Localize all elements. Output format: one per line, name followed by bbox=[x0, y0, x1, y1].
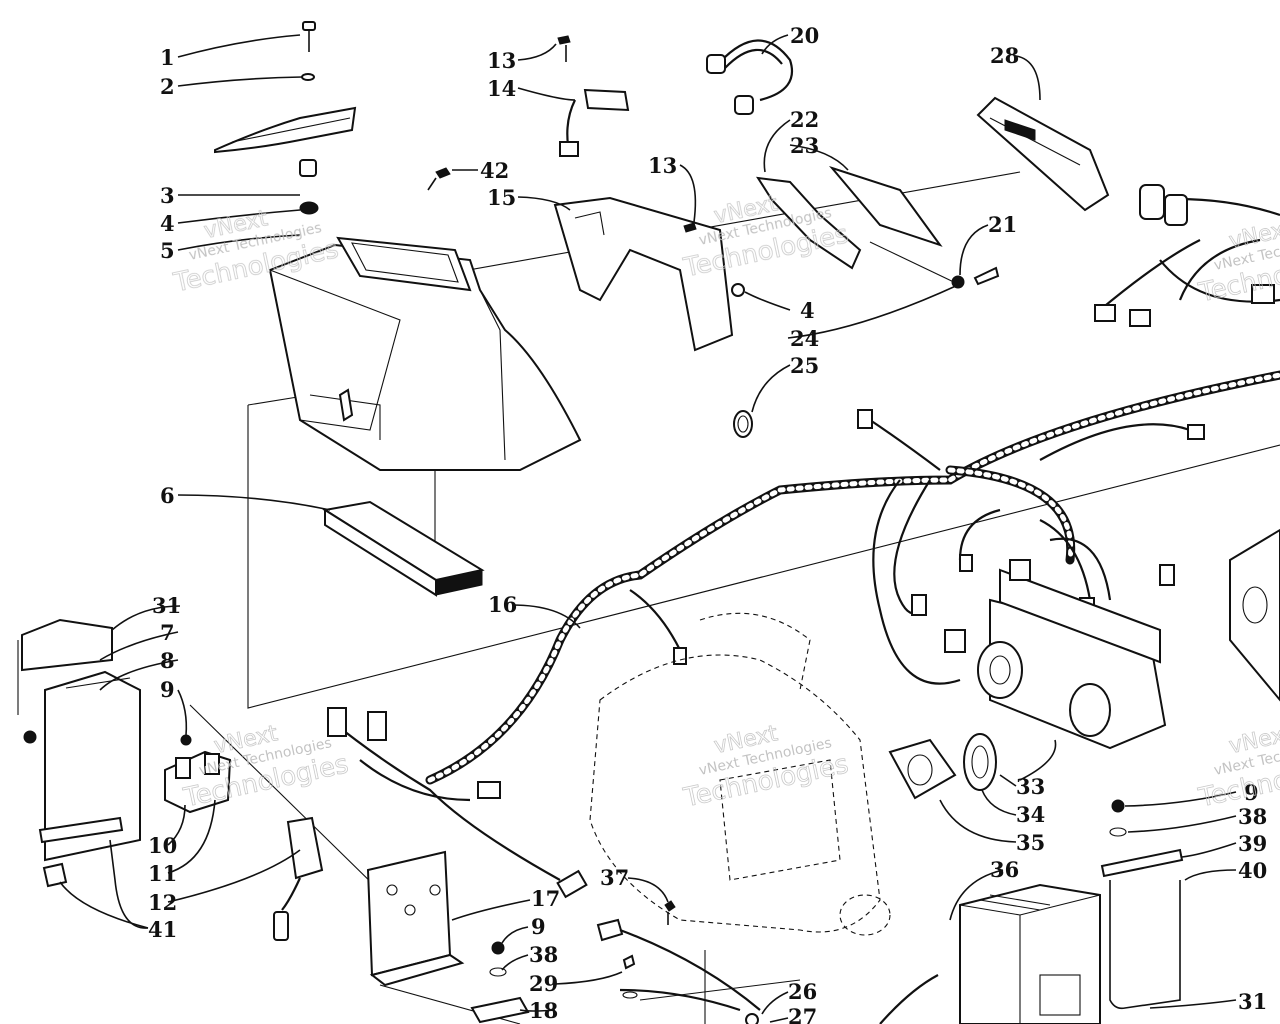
callout-31-right: 31 bbox=[1238, 989, 1267, 1014]
callout-6: 6 bbox=[160, 483, 175, 508]
callout-24: 24 bbox=[790, 326, 819, 351]
callout-21: 21 bbox=[988, 212, 1017, 237]
callout-4: 4 bbox=[160, 211, 175, 236]
callout-9-left: 9 bbox=[160, 677, 175, 702]
callout-40: 40 bbox=[1238, 858, 1267, 883]
callout-33: 33 bbox=[1016, 774, 1045, 799]
tray-housing bbox=[268, 236, 582, 471]
callout-9-right: 9 bbox=[1244, 780, 1259, 805]
callout-42: 42 bbox=[480, 158, 509, 183]
plate-22-23 bbox=[731, 165, 943, 297]
engine-outline bbox=[589, 612, 891, 936]
callout-3: 3 bbox=[160, 183, 175, 208]
callout-23: 23 bbox=[790, 133, 819, 158]
callout-17: 17 bbox=[531, 886, 560, 911]
callout-5: 5 bbox=[160, 238, 175, 263]
callout-8: 8 bbox=[160, 648, 175, 673]
wire-loop-20 bbox=[706, 39, 794, 115]
foam-pad bbox=[322, 500, 485, 597]
callout-34: 34 bbox=[1016, 802, 1045, 827]
callout-20: 20 bbox=[790, 23, 819, 48]
callout-28: 28 bbox=[990, 43, 1019, 68]
callout-27: 27 bbox=[788, 1004, 817, 1024]
callout-18: 18 bbox=[529, 998, 558, 1023]
callout-7: 7 bbox=[160, 620, 175, 645]
screw-21 bbox=[951, 266, 1000, 289]
relay-block bbox=[164, 734, 232, 814]
tray-hardware bbox=[214, 21, 357, 215]
leader-lines bbox=[59, 34, 1237, 1023]
callout-41: 41 bbox=[148, 917, 177, 942]
callout-15: 15 bbox=[487, 185, 516, 210]
mounting-bracket bbox=[366, 850, 465, 987]
callout-26: 26 bbox=[788, 979, 817, 1004]
callout-31-left: 31 bbox=[152, 593, 181, 618]
screw-42 bbox=[427, 167, 451, 191]
callout-9-bottom: 9 bbox=[531, 914, 546, 939]
callout-11: 11 bbox=[148, 861, 177, 886]
callout-13-mid: 13 bbox=[648, 153, 677, 178]
right-component-outline bbox=[1229, 528, 1280, 702]
callout-16: 16 bbox=[488, 592, 517, 617]
ignition-coil bbox=[273, 816, 324, 941]
control-module bbox=[976, 96, 1110, 212]
callout-37: 37 bbox=[600, 865, 629, 890]
callout-38-bottom: 38 bbox=[529, 942, 558, 967]
throttle-body bbox=[944, 559, 1167, 750]
main-wiring-harness bbox=[327, 370, 1280, 899]
callout-29: 29 bbox=[529, 971, 558, 996]
callout-39: 39 bbox=[1238, 831, 1267, 856]
left-cover-assembly bbox=[17, 618, 141, 888]
callout-36: 36 bbox=[990, 857, 1019, 882]
callout-25: 25 bbox=[790, 353, 819, 378]
callout-1: 1 bbox=[160, 45, 175, 70]
right-harness bbox=[1094, 184, 1280, 327]
callout-38-right: 38 bbox=[1238, 804, 1267, 829]
upper-harness-bracket bbox=[553, 35, 734, 352]
callout-2: 2 bbox=[160, 74, 175, 99]
callout-labels: 1 2 3 4 5 6 7 8 9 10 11 12 13 14 15 13 1… bbox=[148, 23, 1267, 1024]
battery-strap bbox=[1100, 799, 1184, 1010]
bottom-hardware bbox=[470, 900, 939, 1024]
callout-4-mid: 4 bbox=[800, 298, 815, 323]
callout-22: 22 bbox=[790, 107, 819, 132]
callout-14: 14 bbox=[487, 76, 516, 101]
callout-10: 10 bbox=[148, 833, 177, 858]
clamp-25 bbox=[733, 410, 753, 438]
battery bbox=[959, 883, 1101, 1024]
callout-12: 12 bbox=[148, 890, 177, 915]
callout-35: 35 bbox=[1016, 830, 1045, 855]
throttle-flange bbox=[888, 733, 997, 800]
callout-13-top: 13 bbox=[487, 48, 516, 73]
